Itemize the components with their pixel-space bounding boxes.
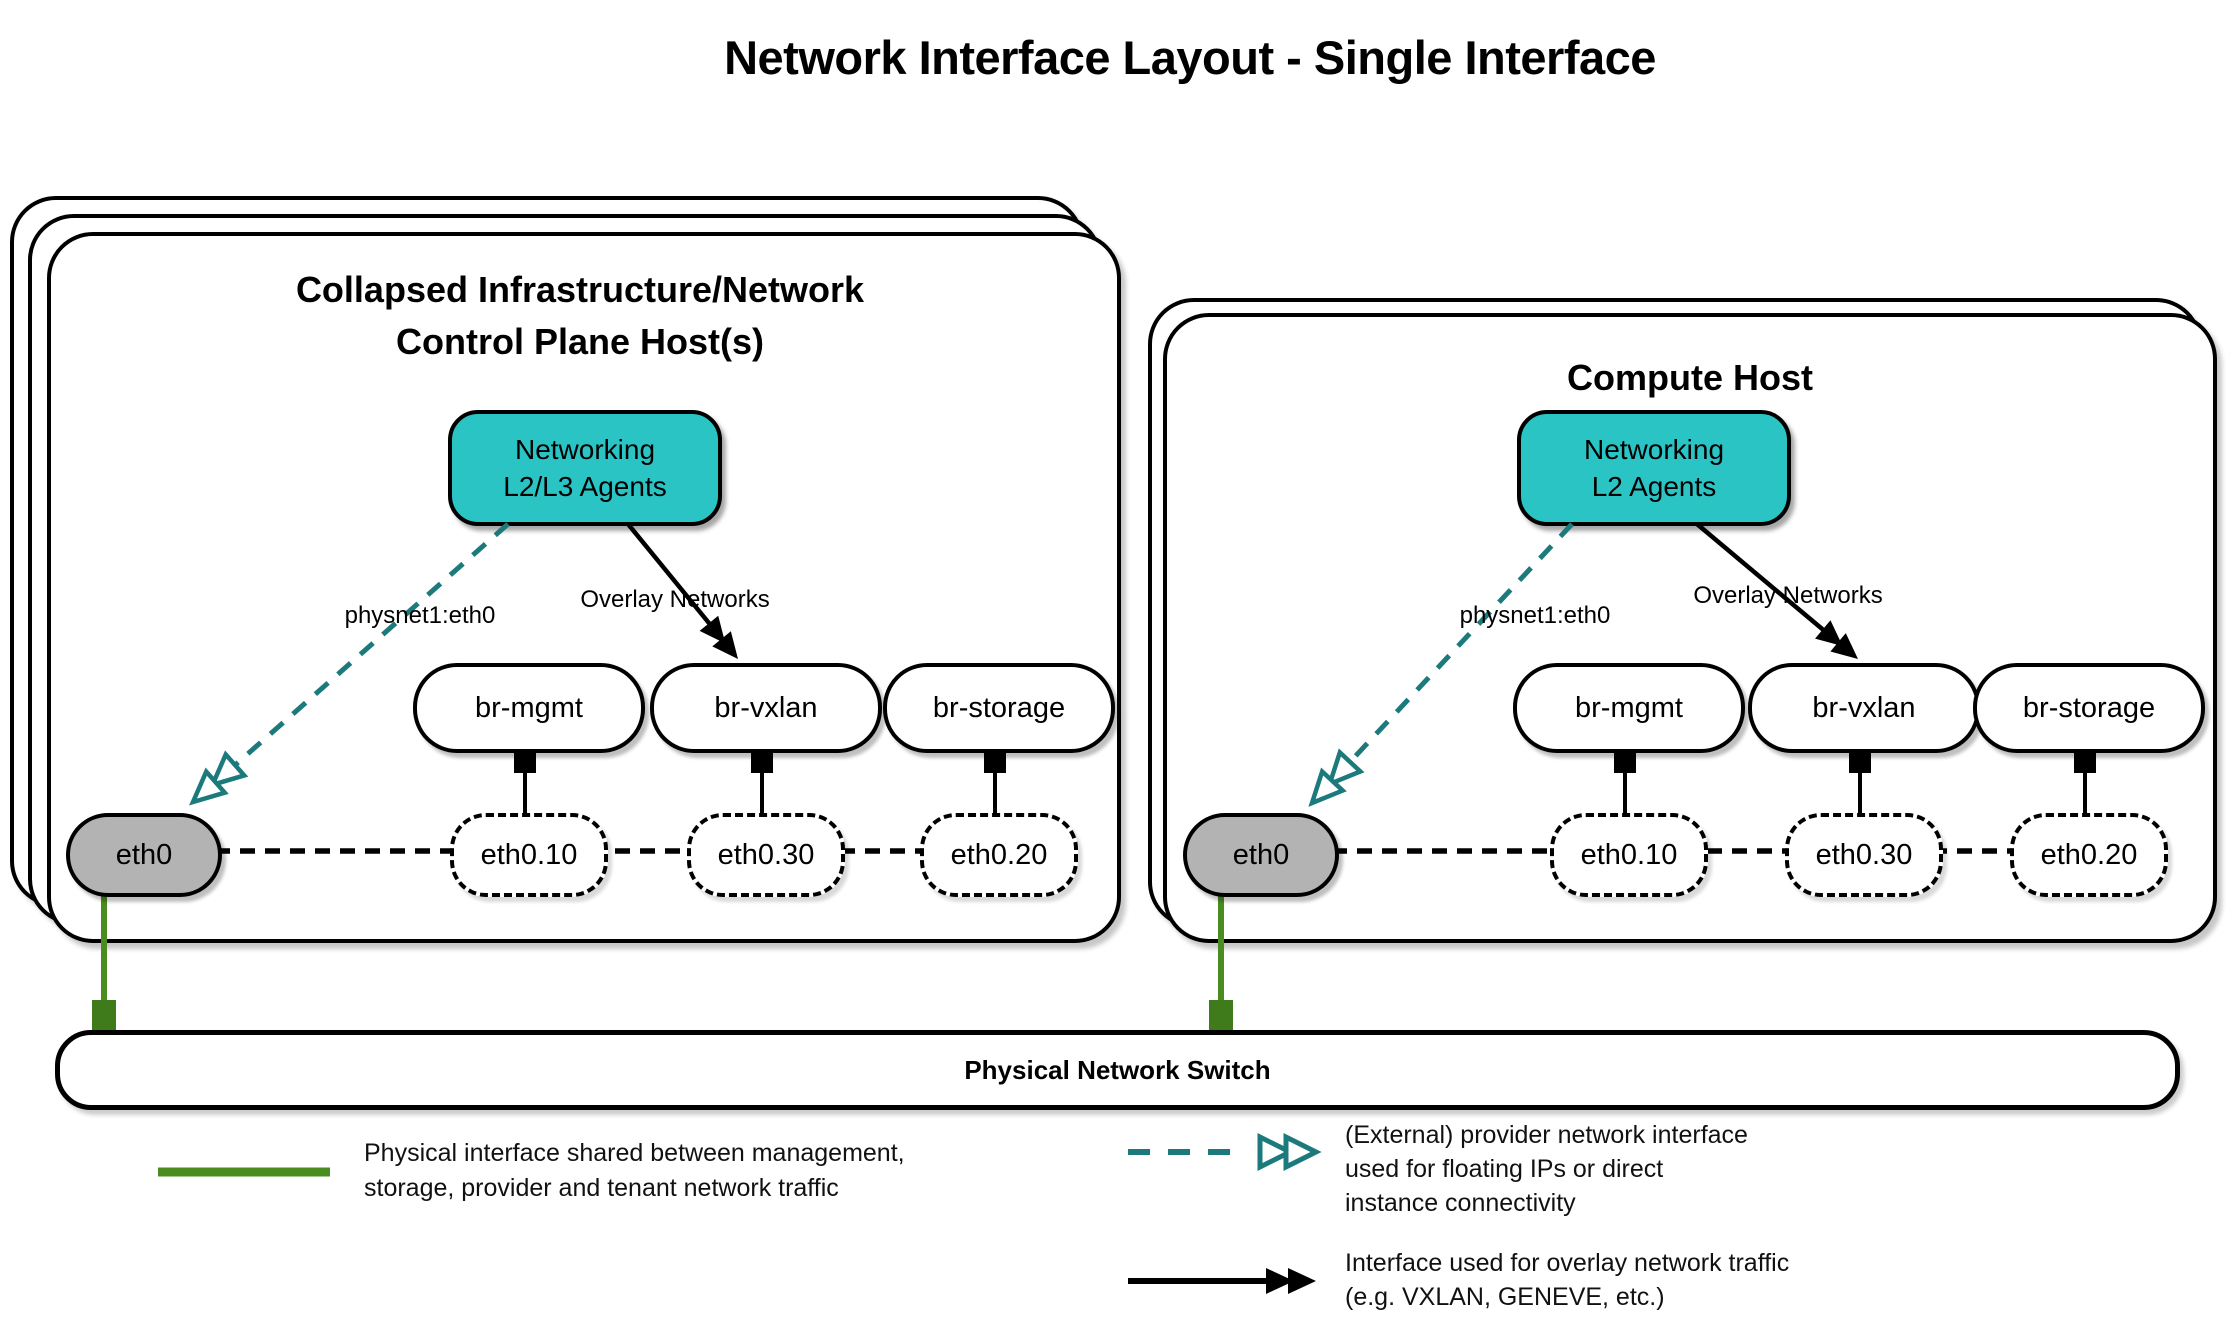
interface-label: eth0 xyxy=(115,838,173,871)
host2-bridge-br-mgmt: br-mgmt xyxy=(1513,663,1745,753)
page-title: Network Interface Layout - Single Interf… xyxy=(724,31,1656,84)
bridge-label: br-vxlan xyxy=(714,691,818,724)
host1-networking-agents-node: Networking L2/L3 Agents xyxy=(448,410,722,526)
host1-provider-edge-label: physnet1:eth0 xyxy=(344,602,496,629)
legend-line: (e.g. VXLAN, GENEVE, etc.) xyxy=(1345,1283,1665,1311)
subinterface-label: eth0.30 xyxy=(717,838,815,871)
host-title-line2: Control Plane Host(s) xyxy=(395,321,764,362)
host1-bridge-br-storage: br-storage xyxy=(883,663,1115,753)
legend-line: Interface used for overlay network traff… xyxy=(1345,1249,1790,1277)
legend-line: (External) provider network interface xyxy=(1345,1121,1748,1149)
host2-overlay-edge-label: Overlay Networks xyxy=(1693,582,1883,609)
host2-bridge-br-vxlan: br-vxlan xyxy=(1748,663,1980,753)
legend-line: instance connectivity xyxy=(1345,1189,1576,1217)
switch-label: Physical Network Switch xyxy=(964,1054,1271,1085)
subinterface-label: eth0.10 xyxy=(1580,838,1678,871)
bridge-label: br-storage xyxy=(932,691,1066,724)
host1-overlay-edge-label: Overlay Networks xyxy=(580,586,770,613)
host2-bridge-br-storage: br-storage xyxy=(1973,663,2205,753)
agent-label-line1: Networking xyxy=(1583,434,1725,465)
host2-subinterface-eth0-10: eth0.10 xyxy=(1550,813,1708,897)
legend-overlay-arrow-symbol xyxy=(1128,1268,1316,1294)
host1-eth0-node: eth0 xyxy=(66,813,222,897)
legend-line: storage, provider and tenant network tra… xyxy=(364,1174,839,1202)
host2-eth0-node: eth0 xyxy=(1183,813,1339,897)
compute-host-title: Compute Host xyxy=(1310,352,2070,404)
host1-bridge-br-vxlan: br-vxlan xyxy=(650,663,882,753)
bridge-label: br-storage xyxy=(2022,691,2156,724)
host2-subinterface-eth0-30: eth0.30 xyxy=(1785,813,1943,897)
host1-subinterface-eth0-30: eth0.30 xyxy=(687,813,845,897)
control-plane-host-title: Collapsed Infrastructure/Network Control… xyxy=(180,264,980,368)
bridge-label: br-mgmt xyxy=(475,691,583,724)
legend-item-overlay-interface: Interface used for overlay network traff… xyxy=(1345,1246,1789,1314)
legend-item-physical-interface: Physical interface shared between manage… xyxy=(364,1136,905,1206)
host2-provider-edge-label: physnet1:eth0 xyxy=(1459,602,1611,629)
host2-networking-agents-node: Networking L2 Agents xyxy=(1517,410,1791,526)
subinterface-label: eth0.20 xyxy=(950,838,1048,871)
legend-line: used for floating IPs or direct xyxy=(1345,1155,1664,1183)
subinterface-label: eth0.30 xyxy=(1815,838,1913,871)
host1-subinterface-eth0-20: eth0.20 xyxy=(920,813,1078,897)
host-title-line1: Collapsed Infrastructure/Network xyxy=(295,269,865,310)
physical-network-switch-bar: Physical Network Switch xyxy=(55,1030,2180,1110)
host2-subinterface-eth0-20: eth0.20 xyxy=(2010,813,2168,897)
interface-label: eth0 xyxy=(1232,838,1290,871)
host-title-line1: Compute Host xyxy=(1567,357,1813,398)
subinterface-label: eth0.20 xyxy=(2040,838,2138,871)
agent-label-line2: L2 Agents xyxy=(1591,471,1717,502)
bridge-label: br-vxlan xyxy=(1812,691,1916,724)
agent-label-line2: L2/L3 Agents xyxy=(503,471,667,502)
host1-subinterface-eth0-10: eth0.10 xyxy=(450,813,608,897)
legend-line: Physical interface shared between manage… xyxy=(364,1139,905,1167)
bridge-label: br-mgmt xyxy=(1575,691,1683,724)
subinterface-label: eth0.10 xyxy=(480,838,578,871)
agent-label-line1: Networking xyxy=(514,434,656,465)
legend-provider-arrow-symbol xyxy=(1128,1132,1322,1172)
legend-item-provider-interface: (External) provider network interface us… xyxy=(1345,1118,1748,1220)
host1-bridge-br-mgmt: br-mgmt xyxy=(413,663,645,753)
